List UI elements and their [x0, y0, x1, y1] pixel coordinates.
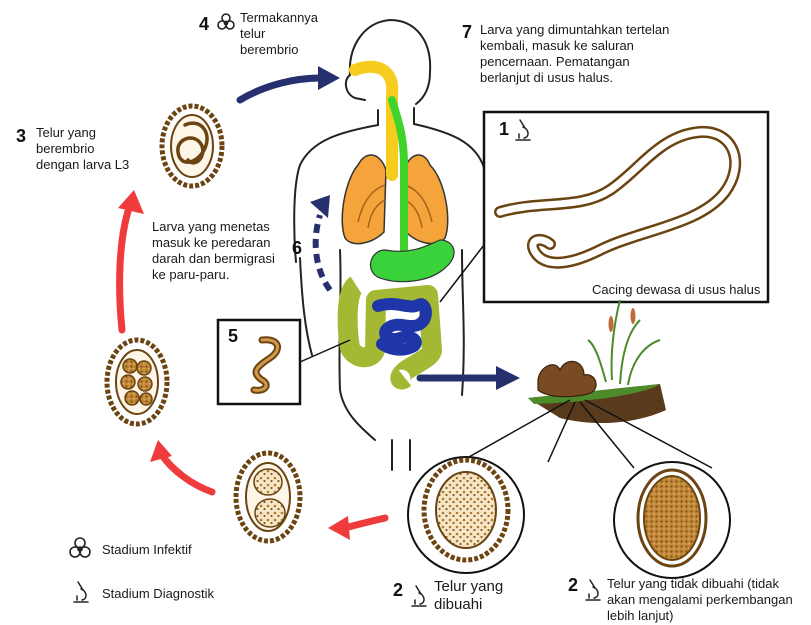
arrow-red-up: [118, 190, 144, 330]
stage-1-number: 1: [499, 119, 509, 140]
stage-5-number: 5: [228, 326, 238, 347]
microscope-icon: [412, 586, 426, 606]
stage-7-number: 7: [462, 22, 472, 43]
stage-3-number: 3: [16, 126, 26, 147]
legend-diagnostic-stage: Stadium Diagnostik: [102, 586, 214, 602]
legend-infective-stage: Stadium Infektif: [102, 542, 192, 558]
fertilized-egg-closeup: [408, 457, 524, 573]
stage-2-fertilized-number: 2: [393, 580, 403, 601]
egg-two-cell: [236, 453, 300, 541]
stage-1-box: [440, 112, 768, 302]
microscope-icon: [74, 582, 88, 602]
egg-embryonated-larva: [162, 106, 222, 186]
biohazard-icon: [218, 14, 234, 29]
arrow-red-to-left-egg: [150, 440, 212, 492]
stomach: [371, 240, 455, 282]
unfertilized-egg-closeup: [614, 462, 730, 578]
egg-developing-cells: [107, 340, 167, 424]
arrow-to-soil: [420, 366, 520, 390]
biohazard-icon: [70, 538, 90, 557]
stage-4-number: 4: [199, 14, 209, 35]
microscope-icon: [586, 580, 600, 600]
stage-1-caption: Cacing dewasa di usus halus: [592, 282, 760, 298]
arrow-red-eggs-to-2: [328, 516, 385, 540]
arrow-4-to-mouth: [240, 66, 340, 100]
stage-6-number: 6: [292, 238, 302, 259]
stage-2-unfertilized-number: 2: [568, 575, 578, 596]
arrow-6-migration: [310, 195, 330, 290]
